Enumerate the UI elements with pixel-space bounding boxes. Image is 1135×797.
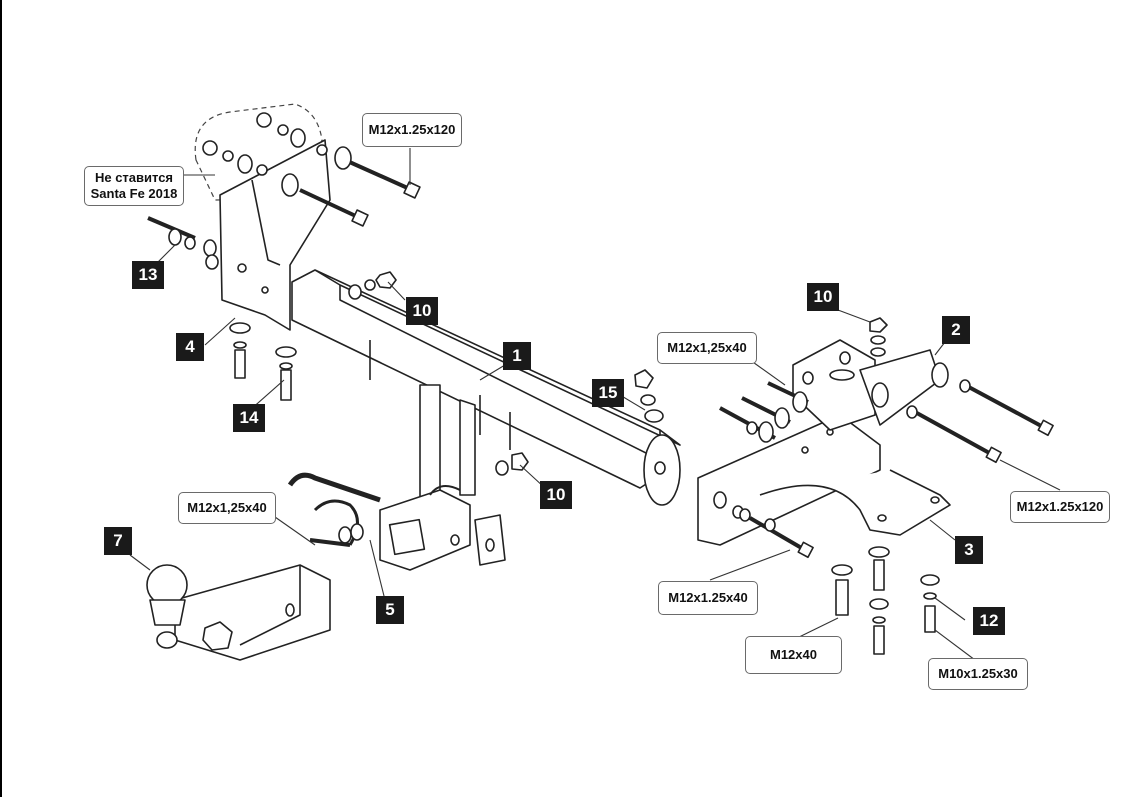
- callout-7: 7: [104, 527, 132, 555]
- callout-15: 15: [592, 379, 624, 407]
- receiver-assembly: [379, 384, 506, 571]
- label-bolt-m12x40: M12x40: [745, 636, 842, 674]
- callout-5: 5: [376, 596, 404, 624]
- callout-10-lower: 10: [540, 481, 572, 509]
- upper-right-bracket: [792, 317, 949, 431]
- label-bolt-top: M12x1.25x120: [362, 113, 462, 147]
- callout-4: 4: [176, 333, 204, 361]
- main-crossbeam: [291, 269, 681, 506]
- right-long-bolts: [906, 379, 1054, 464]
- right-short-bolts: [719, 381, 814, 559]
- label-not-fitted-line1: Не ставится: [94, 170, 174, 186]
- optional-hardware: [202, 112, 306, 174]
- callout-10-right: 10: [807, 283, 839, 311]
- label-bolt-left: M12x1,25x40: [178, 492, 276, 524]
- label-bolt-lower: M12x1.25x40: [658, 581, 758, 615]
- left-vertical-bolts: [229, 322, 297, 401]
- label-not-fitted: Не ставится Santa Fe 2018: [84, 166, 184, 206]
- callout-13: 13: [132, 261, 164, 289]
- callout-1: 1: [503, 342, 531, 370]
- label-not-fitted-line2: Santa Fe 2018: [90, 186, 178, 201]
- callout-2: 2: [942, 316, 970, 344]
- callout-14: 14: [233, 404, 265, 432]
- left-long-bolts: [256, 144, 421, 227]
- nut-group-top: [348, 271, 397, 300]
- nut-group-15: [634, 369, 664, 423]
- ball-mount: [146, 564, 331, 661]
- label-bolt-mid: M12x1,25x40: [657, 332, 757, 364]
- right-mounting-plate: [697, 414, 951, 546]
- callout-12: 12: [973, 607, 1005, 635]
- lower-right-vertical-bolts: [831, 546, 940, 655]
- hitch-pin-clip: [287, 472, 461, 547]
- label-bolt-right: M12x1.25x120: [1010, 491, 1110, 523]
- nut-group-lower: [495, 452, 529, 476]
- callout-3: 3: [955, 536, 983, 564]
- label-bolt-m10: M10x1.25x30: [928, 658, 1028, 690]
- callout-10-top: 10: [406, 297, 438, 325]
- bolt-13: [147, 216, 219, 270]
